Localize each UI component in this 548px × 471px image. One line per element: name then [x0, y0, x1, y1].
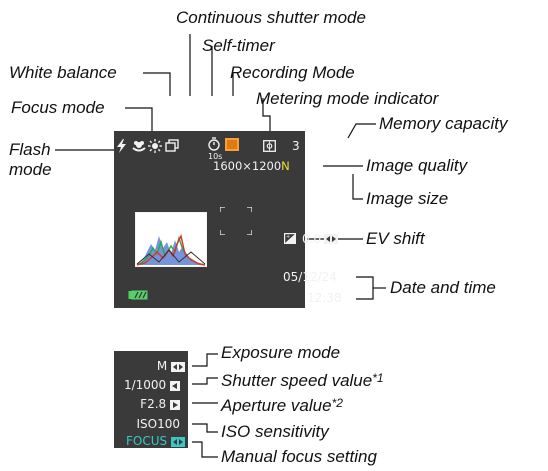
focus-arrows-icon: [171, 436, 185, 447]
time-value: 12:38: [307, 291, 342, 305]
manual-settings-panel: M 1/1000 F2.8 ISO100 FOCUS: [114, 351, 188, 448]
label-aperture-value: Aperture value*2: [221, 393, 343, 416]
aperture-text: Aperture value: [221, 396, 332, 415]
label-shutter-speed-value: Shutter speed value*1: [221, 368, 384, 391]
battery-icon: [128, 290, 148, 300]
svg-text:+: +: [286, 234, 290, 240]
aperture-footnote: *2: [331, 396, 343, 410]
line-exposure-mode: [192, 353, 218, 367]
label-ev-shift: EV shift: [366, 229, 425, 248]
continuous-shutter-icon: [165, 139, 179, 152]
focus-frame: [220, 207, 252, 235]
line-image-size: [352, 174, 363, 200]
shutter-speed-value: 1/1000: [123, 378, 167, 392]
label-manual-focus-setting: Manual focus setting: [221, 447, 377, 466]
date-value: 05/12/24: [283, 270, 337, 284]
line-metering: [262, 98, 271, 132]
lcd-screen: 10s 3 1600×1200N + 0.0 05/12/24 12:38: [114, 131, 342, 308]
line-date-time: [356, 276, 374, 300]
right-arrow-icon: [170, 399, 180, 410]
ev-shift-icon: +: [284, 233, 296, 244]
image-size-value: 1600×1200: [213, 159, 282, 173]
macro-flower-icon: [132, 141, 146, 152]
label-memory-capacity: Memory capacity: [379, 114, 508, 133]
line-iso: [192, 423, 218, 433]
label-iso-sensitivity: ISO sensitivity: [221, 422, 329, 441]
label-flash-mode-1: Flash: [9, 140, 51, 159]
iso-value: ISO100: [136, 417, 180, 431]
sun-icon: [148, 139, 162, 153]
label-continuous-shutter-mode: Continuous shutter mode: [176, 8, 366, 27]
shutter-speed-text: Shutter speed value: [221, 371, 373, 390]
line-white-balance: [143, 72, 171, 96]
left-arrow-icon: [170, 380, 180, 391]
label-recording-mode: Recording Mode: [230, 63, 355, 82]
image-quality-value: N: [281, 159, 290, 173]
shutter-speed-row: 1/1000: [124, 378, 180, 392]
ev-adjust-arrows-icon: [324, 234, 338, 244]
label-focus-mode: Focus mode: [11, 98, 105, 117]
label-metering-mode-indicator: Metering mode indicator: [256, 89, 439, 108]
iso-row: ISO100: [136, 417, 180, 431]
label-image-quality: Image quality: [366, 156, 468, 175]
shutter-speed-footnote: *1: [372, 371, 384, 385]
label-image-size: Image size: [366, 189, 449, 208]
ev-value: 0.0: [302, 232, 322, 246]
line-memory: [347, 123, 376, 139]
memory-count: 3: [292, 139, 300, 153]
focus-row: FOCUS: [126, 434, 185, 448]
metering-icon: [263, 140, 276, 152]
exposure-mode-value: M: [156, 359, 168, 373]
lr-arrows-icon: [171, 361, 185, 372]
exposure-mode-row: M: [157, 359, 185, 373]
focus-value: FOCUS: [126, 434, 168, 448]
line-shutter: [192, 377, 218, 385]
recording-mode-icon: [225, 138, 239, 151]
line-focus-mode: [125, 107, 153, 132]
self-timer-icon: [208, 137, 220, 151]
image-size-readout: 1600×1200N: [213, 159, 290, 173]
label-flash-mode-2: mode: [9, 160, 52, 179]
flash-icon: [117, 139, 126, 153]
label-self-timer: Self-timer: [202, 36, 275, 55]
aperture-display: F2.8: [140, 397, 167, 411]
label-white-balance: White balance: [9, 63, 117, 82]
self-timer-value: 10s: [208, 152, 223, 161]
aperture-row: F2.8: [140, 397, 180, 411]
label-date-and-time: Date and time: [390, 278, 496, 297]
line-focus-setting: [192, 441, 218, 458]
histogram: [135, 212, 207, 267]
label-exposure-mode: Exposure mode: [221, 343, 341, 362]
